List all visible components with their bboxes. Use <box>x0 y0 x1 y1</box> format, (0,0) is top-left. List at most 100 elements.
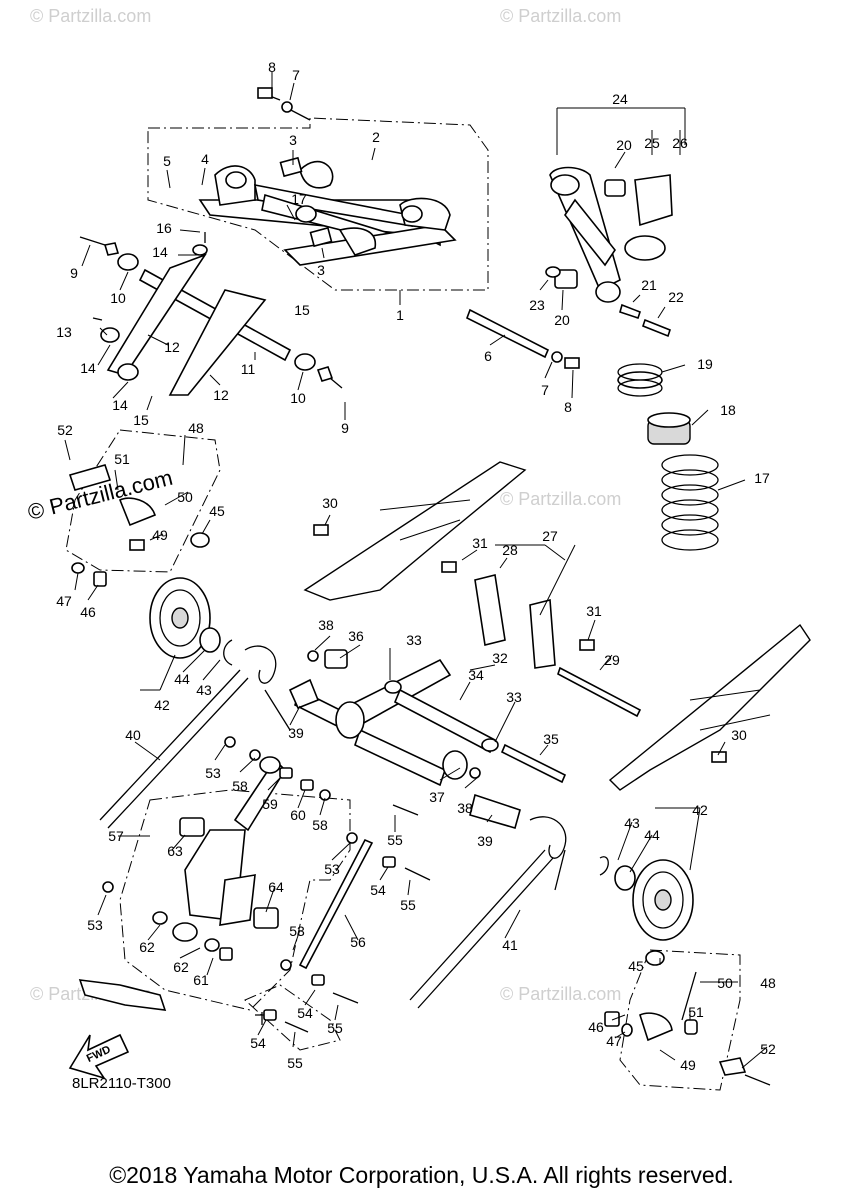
figure-code: 8LR2110-T300 <box>72 1075 171 1092</box>
callout-64: 64 <box>268 879 284 895</box>
callout-10: 10 <box>110 290 126 306</box>
callout-42: 42 <box>154 697 170 713</box>
callout-20: 20 <box>554 312 570 328</box>
callout-9: 9 <box>70 265 78 281</box>
callout-18: 18 <box>720 402 736 418</box>
callout-46: 46 <box>80 604 96 620</box>
callout-55: 55 <box>287 1055 303 1071</box>
upper-shaft-brackets <box>79 232 343 396</box>
callout-15: 15 <box>294 302 310 318</box>
callout-17: 17 <box>754 470 770 486</box>
callout-39: 39 <box>477 833 493 849</box>
callout-54: 54 <box>370 882 386 898</box>
callout-58: 58 <box>232 778 248 794</box>
callout-5: 5 <box>163 153 171 169</box>
callout-12: 12 <box>164 339 180 355</box>
callout-50: 50 <box>717 975 733 991</box>
callout-7: 7 <box>541 382 549 398</box>
callout-43: 43 <box>624 815 640 831</box>
callout-46: 46 <box>588 1019 604 1035</box>
callout-9: 9 <box>341 420 349 436</box>
callout-45: 45 <box>209 503 225 519</box>
callout-54: 54 <box>297 1005 313 1021</box>
callout-52: 52 <box>760 1041 776 1057</box>
callout-42: 42 <box>692 802 708 818</box>
callout-22: 22 <box>668 289 684 305</box>
bracket-assemblies <box>68 464 771 1086</box>
callout-47: 47 <box>56 593 72 609</box>
callout-49: 49 <box>680 1057 696 1073</box>
callout-31: 31 <box>586 603 602 619</box>
callout-17-inner: 17 <box>291 191 307 207</box>
callout-51: 51 <box>114 451 130 467</box>
callout-57: 57 <box>108 828 124 844</box>
callout-48: 48 <box>760 975 776 991</box>
idler-wheels <box>149 577 694 941</box>
callout-14: 14 <box>80 360 96 376</box>
center-bracket-27 <box>313 524 727 763</box>
callout-53: 53 <box>87 917 103 933</box>
callout-47: 47 <box>606 1033 622 1049</box>
callout-14: 14 <box>112 397 128 413</box>
callout-40: 40 <box>125 727 141 743</box>
callout-19: 19 <box>697 356 713 372</box>
callout-33: 33 <box>506 689 522 705</box>
callout-63: 63 <box>167 843 183 859</box>
svg-text:© Partzilla.com: © Partzilla.com <box>500 489 621 509</box>
callout-30: 30 <box>322 495 338 511</box>
svg-text:© Partzilla.com: © Partzilla.com <box>30 6 151 26</box>
callout-52: 52 <box>57 422 73 438</box>
callout-59: 59 <box>262 796 278 812</box>
callout-10: 10 <box>290 390 306 406</box>
callout-58: 58 <box>312 817 328 833</box>
svg-text:© Partzilla.com: © Partzilla.com <box>500 984 621 1004</box>
callout-12: 12 <box>213 387 229 403</box>
torsion-springs <box>99 645 567 1009</box>
callout-33: 33 <box>406 632 422 648</box>
front-arm-32 <box>288 649 567 829</box>
callout-20: 20 <box>616 137 632 153</box>
link-rod-56 <box>263 804 431 1033</box>
slide-rails <box>303 461 811 791</box>
callout-13: 13 <box>56 324 72 340</box>
callout-49: 49 <box>152 527 168 543</box>
callout-16: 16 <box>156 220 172 236</box>
callout-55: 55 <box>387 832 403 848</box>
callout-34: 34 <box>468 667 484 683</box>
callout-61: 61 <box>193 972 209 988</box>
callout-35: 35 <box>543 731 559 747</box>
callout-8: 8 <box>564 399 572 415</box>
callout-44: 44 <box>644 827 660 843</box>
callout-41: 41 <box>502 937 518 953</box>
callout-37: 37 <box>429 789 445 805</box>
callout-21: 21 <box>641 277 657 293</box>
callout-26: 26 <box>672 135 688 151</box>
callout-11: 11 <box>241 361 256 377</box>
callout-3: 3 <box>289 132 297 148</box>
copyright-notice: ©2018 Yamaha Motor Corporation, U.S.A. A… <box>109 1162 734 1188</box>
callout-51: 51 <box>688 1004 704 1020</box>
leader-lines <box>64 72 768 1069</box>
callout-45: 45 <box>628 958 644 974</box>
callout-30: 30 <box>731 727 747 743</box>
callout-6: 6 <box>484 348 492 364</box>
callout-38: 38 <box>318 617 334 633</box>
callout-53: 53 <box>205 765 221 781</box>
callout-62: 62 <box>173 959 189 975</box>
callout-54: 54 <box>250 1035 266 1051</box>
callout-3: 3 <box>317 262 325 278</box>
callout-53: 53 <box>289 923 305 939</box>
callout-4: 4 <box>201 151 209 167</box>
callout-50: 50 <box>177 489 193 505</box>
callout-56: 56 <box>350 934 366 950</box>
rear-arm-assembly <box>198 156 457 266</box>
callout-23: 23 <box>529 297 545 313</box>
callout-36: 36 <box>348 628 364 644</box>
callout-55: 55 <box>327 1020 343 1036</box>
svg-text:© Partzilla.com: © Partzilla.com <box>500 6 621 26</box>
callout-25: 25 <box>644 135 660 151</box>
shaft-6 <box>257 87 580 369</box>
callout-48: 48 <box>188 420 204 436</box>
callout-29: 29 <box>604 652 620 668</box>
